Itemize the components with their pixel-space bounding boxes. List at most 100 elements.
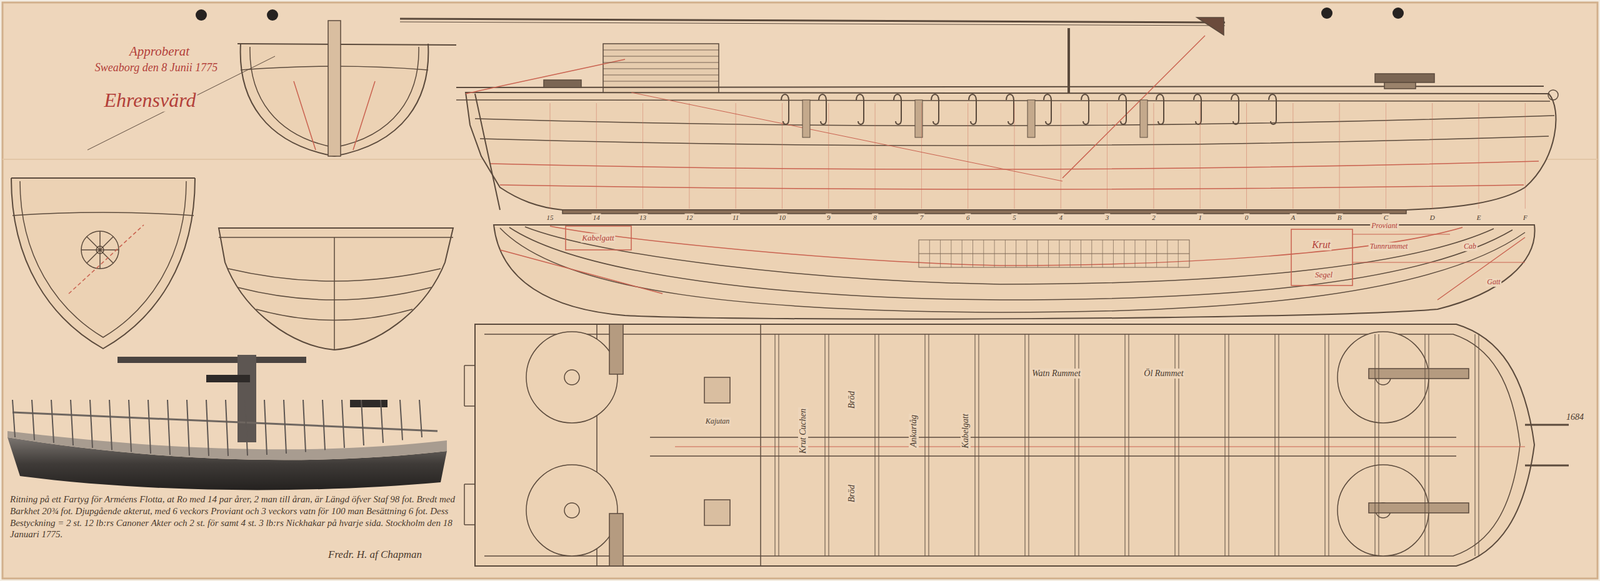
- station-line: [1431, 103, 1433, 209]
- deck-beam: [1075, 334, 1079, 557]
- hatch-line: [603, 50, 719, 51]
- frame-rib: [419, 400, 422, 438]
- oar-post: [1140, 100, 1148, 138]
- station-number: 6: [965, 213, 972, 222]
- thole-hook: [1231, 94, 1239, 125]
- hold-label: Gatt: [1485, 278, 1502, 287]
- hold-label: Cab: [1462, 242, 1478, 252]
- deck-beam: [1475, 334, 1479, 557]
- hold-label: Tunnrummet: [1368, 242, 1410, 252]
- station-number: E: [1475, 213, 1483, 222]
- station-number: C: [1382, 213, 1390, 222]
- deck-beam: [975, 334, 979, 557]
- frame-rib: [341, 400, 345, 449]
- grid-line: [1145, 240, 1147, 268]
- hatch-line: [603, 68, 719, 70]
- station-line: [967, 103, 969, 209]
- half-breadth-plan: [493, 225, 1535, 320]
- thole-hook: [1081, 94, 1089, 125]
- station-line: [1060, 103, 1062, 209]
- grid-line: [1005, 240, 1006, 268]
- grid-line: [1058, 240, 1060, 268]
- grid-line: [1015, 240, 1017, 268]
- frame-rib: [361, 400, 364, 446]
- thole-hook: [1043, 94, 1052, 125]
- deck-beam: [1425, 334, 1429, 557]
- deck-label: Kabelgatt: [960, 412, 971, 450]
- station-number: 1: [1196, 213, 1204, 222]
- station-line: [1292, 103, 1294, 209]
- thole-hook: [1006, 94, 1014, 125]
- thole-hook: [1268, 94, 1277, 125]
- thole-hook: [968, 94, 977, 125]
- station-number: A: [1289, 213, 1297, 222]
- deck-label: Krut Cuchen: [798, 407, 809, 455]
- stern-view: [218, 228, 454, 350]
- thole-hook: [893, 94, 902, 125]
- frame-rib: [12, 400, 15, 438]
- thole-hook: [1156, 94, 1164, 125]
- sheet-number: 1684: [1565, 412, 1585, 423]
- thole-hook: [1118, 94, 1127, 125]
- frame-rib: [70, 400, 74, 446]
- frame-rib: [206, 400, 209, 457]
- midship-section: [87, 20, 457, 157]
- station-number: 9: [825, 213, 832, 222]
- station-line: [875, 103, 876, 209]
- frame-rib: [283, 400, 287, 454]
- caption: Ritning på ett Fartyg för Arméens Flotta…: [10, 493, 457, 541]
- grid-line: [1048, 240, 1049, 268]
- station-line: [642, 103, 644, 209]
- deck-beam: [925, 334, 929, 557]
- frame-rib: [128, 400, 132, 452]
- deck-beams: [775, 334, 1479, 557]
- deck-beam: [1025, 334, 1029, 557]
- station-number: 11: [731, 213, 740, 222]
- station-number: 15: [545, 213, 555, 222]
- perspective-frames: [12, 400, 422, 457]
- station-lines: [550, 103, 1525, 209]
- deck-beam: [875, 334, 879, 557]
- station-number: 7: [918, 213, 925, 222]
- hatch-line: [603, 62, 719, 64]
- grid-line: [940, 240, 941, 268]
- station-number: D: [1428, 213, 1437, 222]
- frame-rib: [225, 400, 229, 457]
- profile-view: [400, 17, 1559, 214]
- hold-label: Kabelgatt: [580, 233, 615, 244]
- deck-beam: [1325, 334, 1329, 557]
- frame-rib: [245, 400, 248, 456]
- station-number: B: [1336, 213, 1344, 222]
- grid-line: [1156, 240, 1157, 268]
- deck-label: Öl Rummet: [1142, 368, 1185, 379]
- deck-label: Ankartåg: [908, 413, 919, 449]
- grid-line: [1123, 240, 1125, 268]
- station-line: [1339, 103, 1340, 209]
- station-line: [735, 103, 737, 209]
- grid-line: [972, 240, 974, 268]
- station-line: [1106, 103, 1108, 209]
- deck-label: Bröd: [846, 483, 857, 504]
- frame-rib: [303, 400, 306, 452]
- grid-line: [950, 240, 952, 268]
- signature: Ehrensvärd: [103, 88, 198, 112]
- perspective-view: [7, 355, 447, 490]
- deck-label: Kajutan: [704, 417, 732, 427]
- station-line: [921, 103, 922, 209]
- deck-label: Bröd: [846, 390, 857, 410]
- oar-posts: [802, 100, 1148, 138]
- deck-label: Watn Rummet: [1030, 368, 1082, 379]
- station-number: 14: [591, 213, 602, 222]
- grid-line: [994, 240, 995, 268]
- approval-place-date: Sweaborg den 8 Junii 1775: [93, 61, 219, 75]
- frame-rib: [51, 400, 54, 444]
- station-line: [828, 103, 829, 209]
- station-line: [1153, 103, 1154, 209]
- house-hatching: [603, 50, 719, 88]
- hold-label: Proviant: [1370, 221, 1399, 231]
- grid-line: [961, 240, 963, 268]
- grid-line: [1026, 240, 1028, 268]
- grid-line: [1102, 240, 1104, 268]
